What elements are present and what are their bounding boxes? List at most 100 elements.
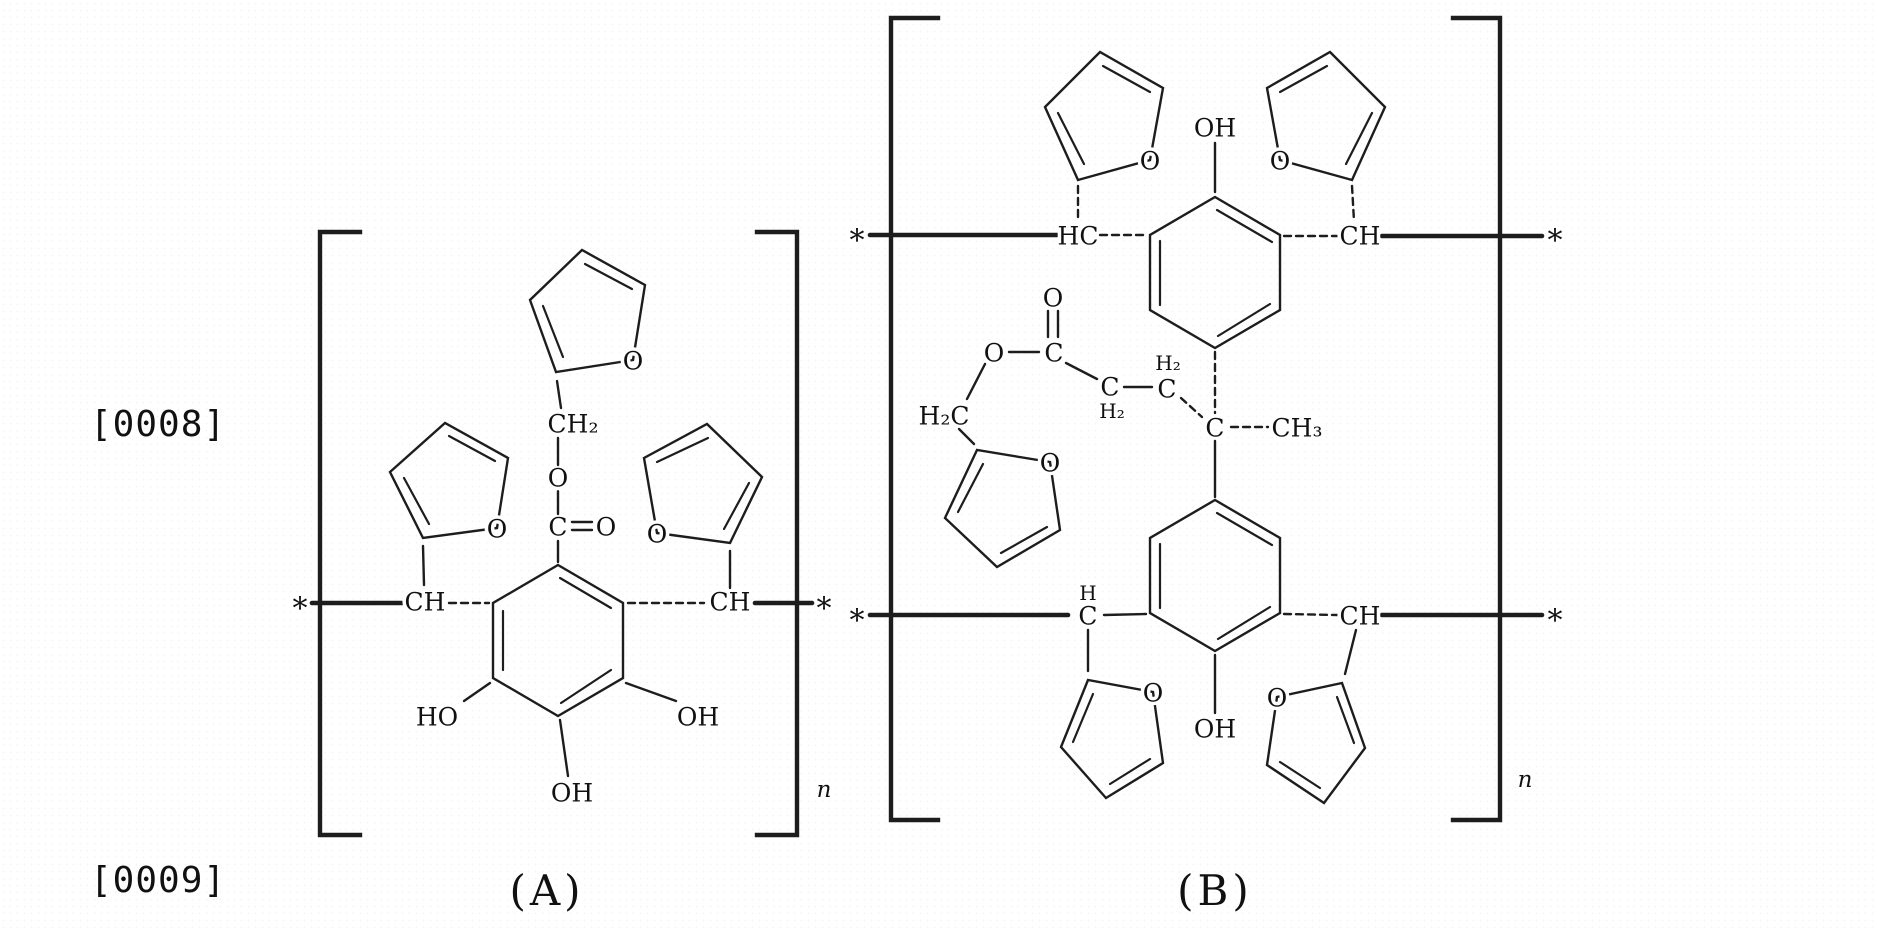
polymer-end-asterisk: * [1548,604,1563,639]
methyl-ch3-label: CH₃ [1272,414,1323,443]
structure-a-caption: (A) [509,866,585,915]
methine-c-label: C [1078,602,1097,631]
benzene-ring-bottom [1148,498,1282,653]
furan-ring-middle-left: O [943,445,1064,569]
bond [1179,396,1204,419]
repeat-subscript-n: n [1518,767,1533,793]
repeat-subscript-n: n [817,777,832,803]
furan-o-label: O [487,515,508,544]
polymer-end-asterisk: * [1548,224,1563,259]
methine-ch-label: CH [710,588,751,617]
repeat-bracket-right [1450,15,1503,823]
methine-hc-label: HC [1058,222,1099,251]
furan-ring-left: O [388,421,511,587]
double-bond [1216,302,1272,338]
bond [624,681,678,703]
furan-o-label: O [1267,684,1288,713]
furan-o-label: O [1270,147,1291,176]
chain-h2-label: H₂ [1099,399,1124,423]
polymer-backbone-top [867,232,1545,239]
double-bond [1216,605,1272,641]
ester-chain: O C O H₂C C H₂ H₂ C C CH₃ [915,280,1326,499]
furan-ring-top: O [528,248,647,379]
methine-ch-label: CH [1340,602,1381,631]
carbonyl-o-label: O [596,513,617,542]
ring-outline [528,248,647,374]
hydroxyl-label: HO [416,703,458,732]
repeat-bracket-left [317,229,363,838]
double-bond [1335,695,1356,745]
double-bond [655,436,710,464]
structure-b: n * * * * HC CH O [846,15,1566,823]
structure-a: n * * CH CH HO OH [289,229,835,838]
double-bond [1071,692,1095,744]
paragraph-number-0009: [0009] [90,860,227,901]
ring-outline [388,421,510,540]
double-bond [1278,64,1329,94]
furan-ring-bottom-right: O [1263,628,1367,805]
double-bond [1056,111,1086,166]
ring-outline [1265,50,1387,182]
bond [462,681,492,703]
ring-outline [1265,681,1367,805]
double-bond [559,668,613,705]
bond [1343,628,1358,676]
carbonyl-c-label: C [1044,339,1063,368]
double-bond [999,525,1049,555]
bond [1282,612,1340,617]
structure-b-caption: (B) [1177,866,1253,915]
polymer-end-asterisk: * [293,592,308,627]
methylene-h2c-label: H₂C [919,402,970,431]
bond [965,362,987,401]
chain-carbon-label: C [1157,375,1176,404]
hydroxyl-label: OH [1194,715,1236,744]
polymer-end-asterisk: * [817,592,832,627]
furan-o-label: O [647,520,668,549]
bond [1102,612,1148,617]
repeat-bracket-right [754,229,800,838]
double-bond [447,434,497,463]
double-bond [1215,208,1274,244]
ring-outline [1148,195,1282,350]
ring-outline [1059,678,1165,800]
hydroxyl-label: OH [1194,114,1236,143]
carbonyl-o-label: O [1043,284,1064,313]
benzene-ring-top [1148,195,1282,350]
double-bond [1278,760,1322,790]
double-bond [541,304,565,359]
hydroxyl-label: OH [677,703,719,732]
furan-o-label: O [1040,449,1061,478]
carbonyl-c-label: C [548,513,567,542]
furan-o-label: O [1143,679,1164,708]
ester-o-label: O [984,339,1005,368]
hydroxyl-label: OH [551,779,593,808]
bond [558,718,570,778]
repeat-bracket-left [888,15,941,823]
double-bond [1344,111,1374,166]
furan-o-label: O [623,347,644,376]
double-bond [1101,64,1152,94]
paragraph-number-0008: [0008] [90,404,227,445]
furan-ring-bottom-left: O [1059,628,1167,800]
double-bond [583,262,634,291]
double-bond [1108,757,1152,786]
double-bond [956,462,985,514]
methine-ch-label: CH [1340,222,1381,251]
furan-o-label: O [1140,147,1161,176]
chain-h2-label: H₂ [1155,351,1180,375]
double-bond [722,481,751,531]
furan-ring-top-right: O [1265,50,1387,223]
chain-carbon-label: C [1100,373,1119,402]
polymer-end-asterisk: * [850,224,865,259]
ring-outline [491,563,625,718]
bond [1350,184,1356,223]
bond [1064,361,1099,381]
double-bond [558,576,613,610]
furan-ring-top-left: O [1043,50,1165,223]
benzene-ring [491,563,625,718]
ring-outline [642,422,764,545]
ester-o-label: O [548,464,569,493]
furan-ring-right: O [642,422,764,590]
ring-outline [943,448,1062,569]
